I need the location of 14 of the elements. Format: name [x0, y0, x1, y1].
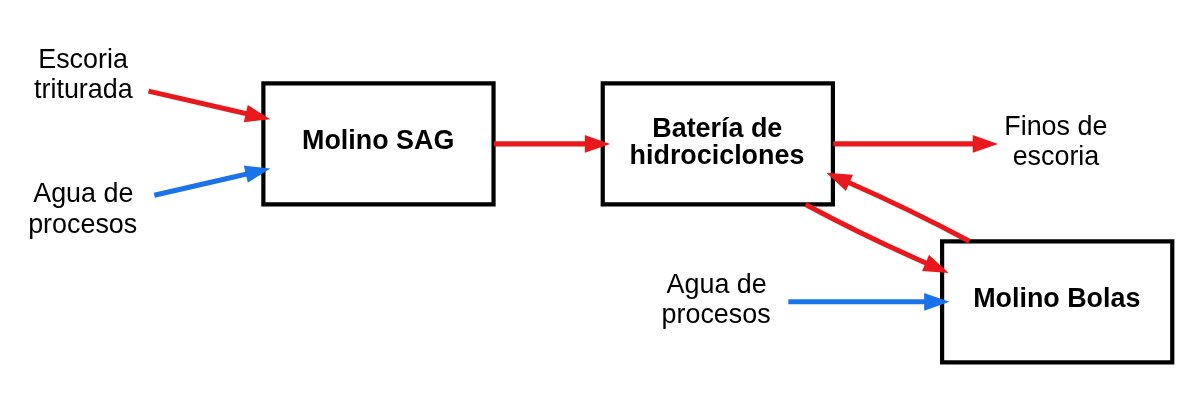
- node-text: Agua de procesos: [661, 269, 771, 330]
- arrow: [788, 292, 950, 311]
- node-box: Batería de hidrociclones: [600, 81, 835, 207]
- arrow: [493, 135, 611, 153]
- node-box: Molino Bolas: [940, 239, 1175, 365]
- arrow: [804, 202, 949, 273]
- node-box: Molino SAG: [261, 81, 496, 207]
- node-text: Escoria triturada: [34, 43, 133, 105]
- arrow: [826, 172, 971, 244]
- arrow: [147, 88, 271, 123]
- arrow: [153, 165, 271, 198]
- node-text: Finos de escoria: [1004, 111, 1108, 172]
- arrow: [833, 135, 998, 153]
- node-text: Agua de procesos: [28, 178, 138, 239]
